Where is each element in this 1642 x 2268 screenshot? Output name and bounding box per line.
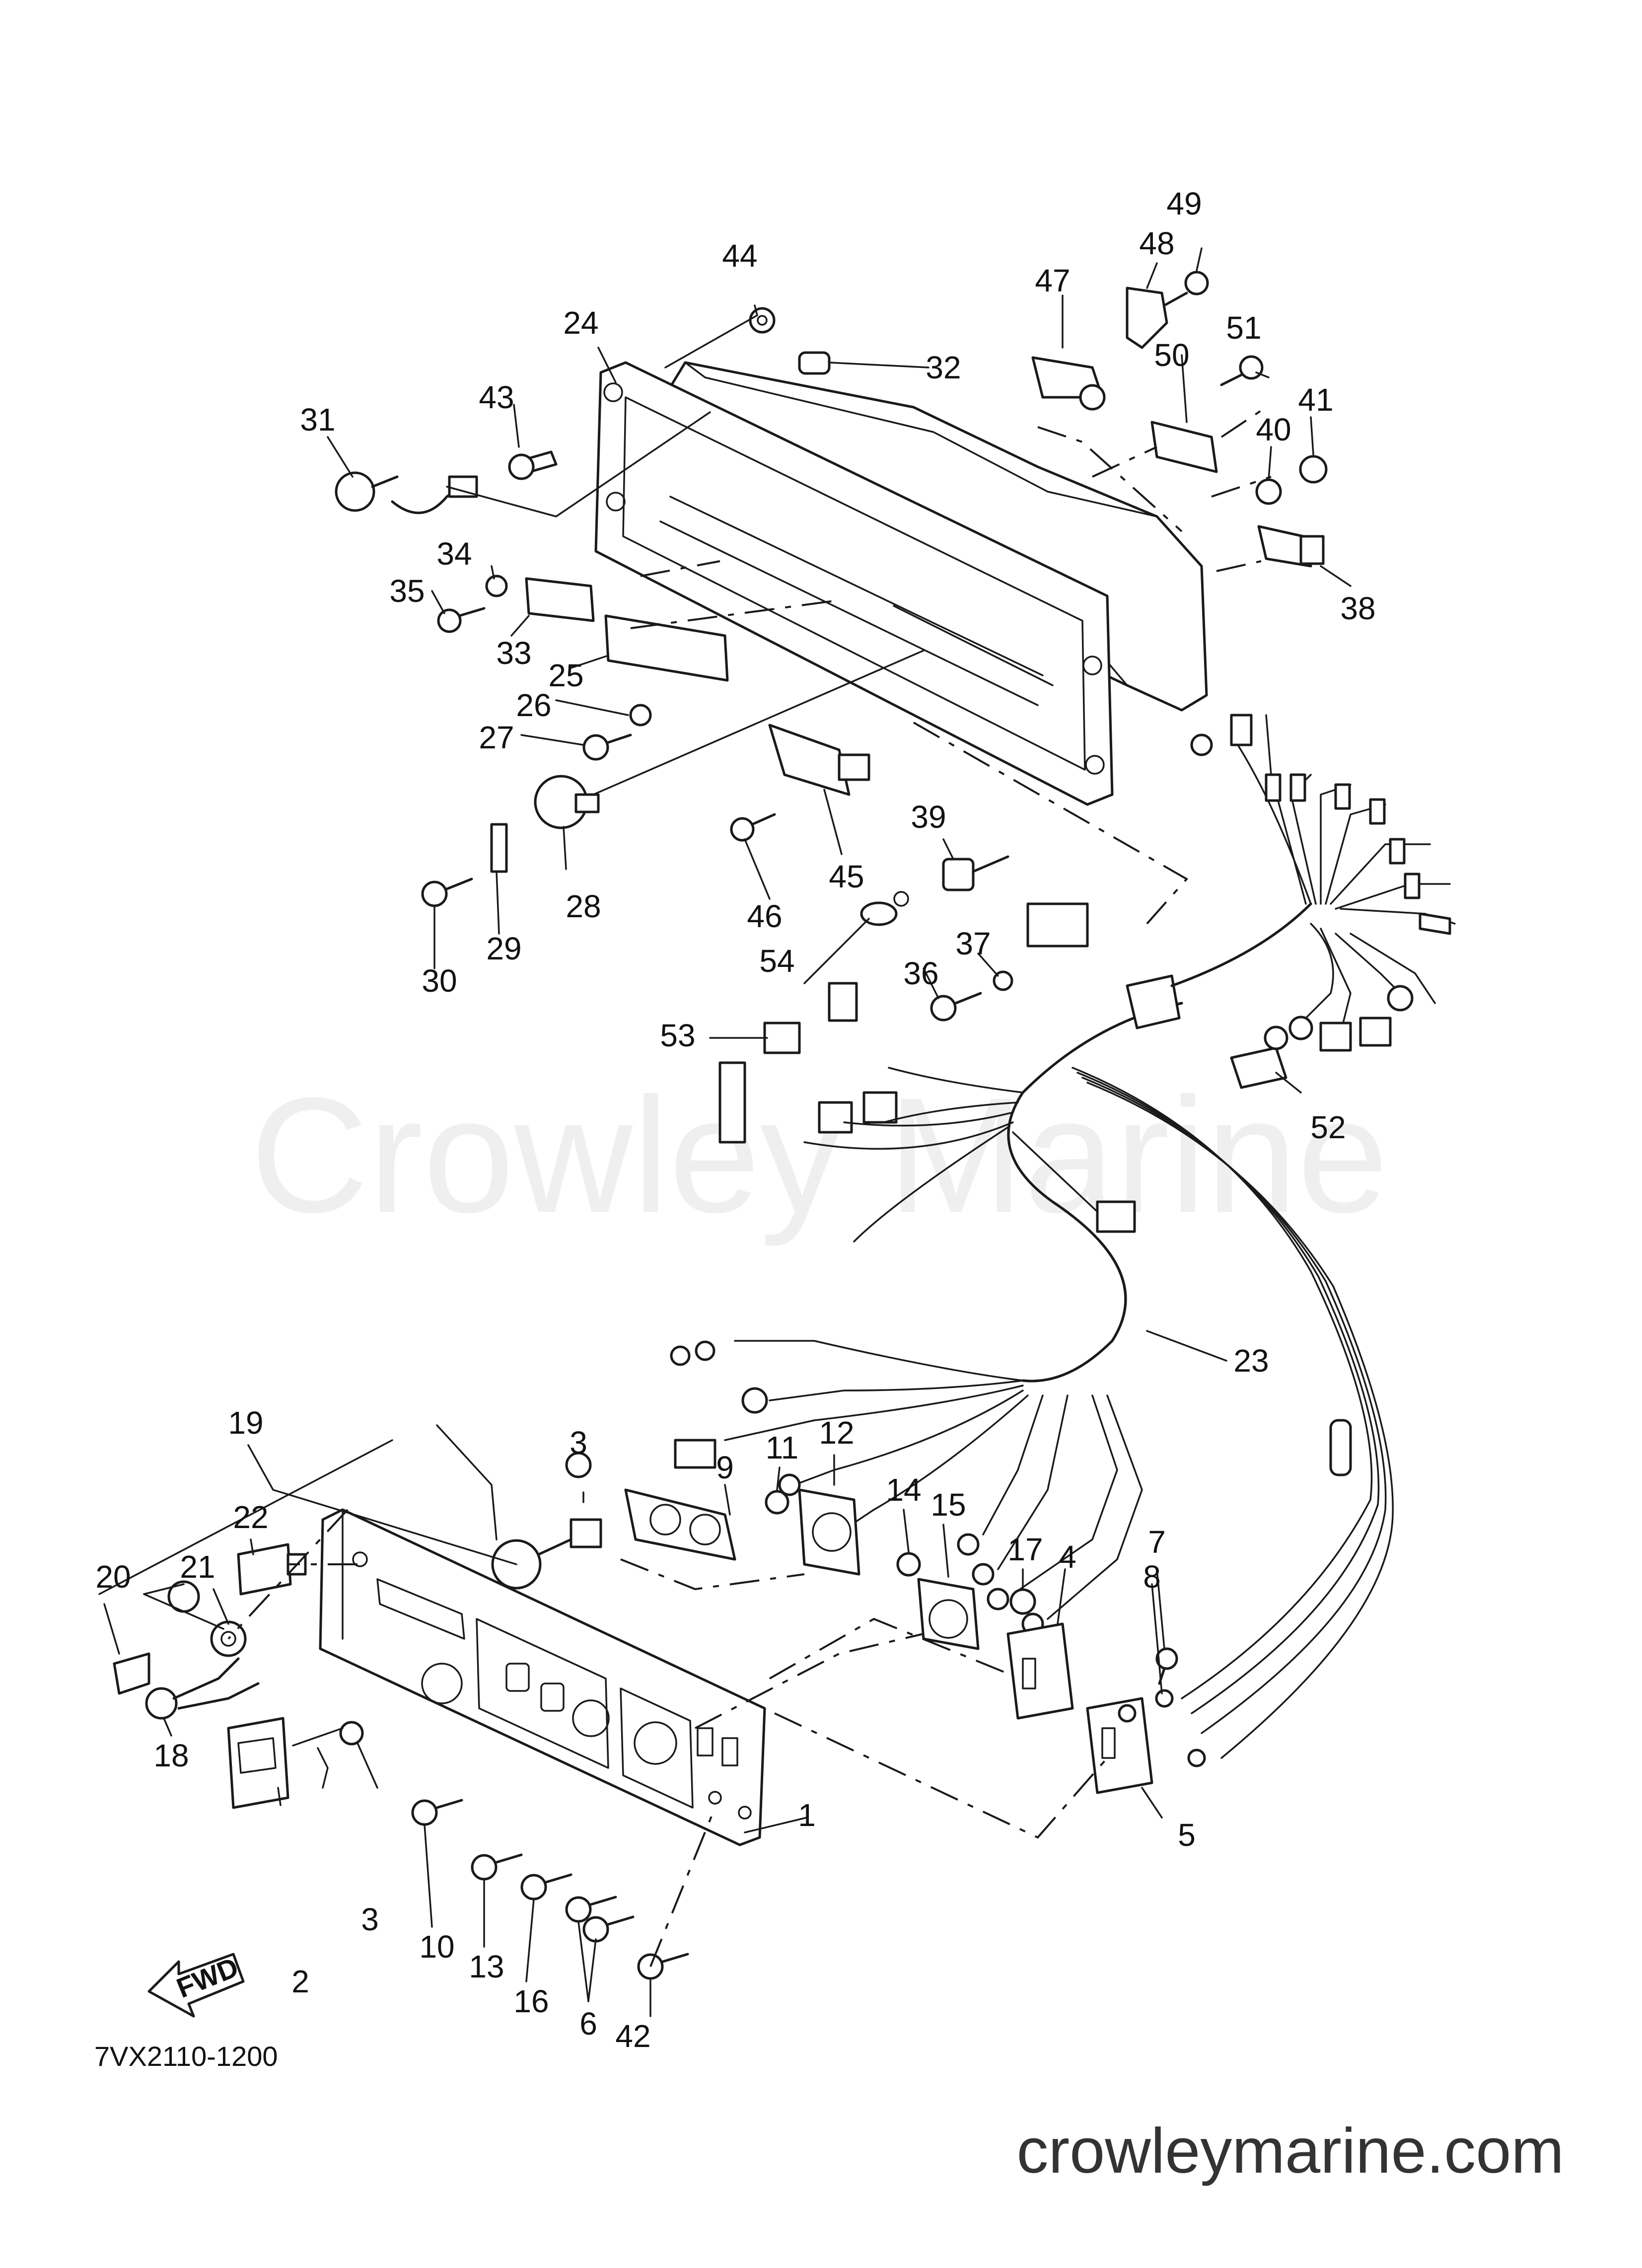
wiring-harness [670,714,1456,1759]
control-box-housing [594,361,1208,806]
callout-30: 30 [422,963,457,999]
leader-lines [98,247,1352,2017]
callout-41: 41 [1298,382,1333,418]
callout-labels: 1 2 3 3 4 5 6 7 8 9 10 11 12 13 14 15 16… [95,186,1375,2054]
callout-51: 51 [1226,310,1261,346]
callout-10: 10 [419,1929,454,1965]
callout-44: 44 [722,238,757,274]
callout-19: 19 [228,1405,263,1441]
callout-11: 11 [766,1430,798,1465]
callout-32: 32 [926,350,961,385]
callout-5: 5 [1178,1817,1196,1853]
upper-small-parts [335,271,1328,1233]
callout-35: 35 [389,573,425,609]
callout-27: 27 [479,720,514,755]
callout-54: 54 [759,943,794,979]
callout-31: 31 [300,402,335,438]
callout-52: 52 [1310,1109,1346,1145]
callout-34: 34 [436,536,472,572]
callout-20: 20 [95,1559,131,1595]
callout-38: 38 [1340,590,1375,626]
callout-15: 15 [930,1487,966,1523]
callout-36: 36 [903,955,938,991]
callout-46: 46 [747,898,782,934]
callout-17: 17 [1007,1532,1043,1567]
callout-45: 45 [829,859,864,894]
callout-48: 48 [1139,225,1174,261]
callout-21: 21 [180,1549,215,1585]
callout-43: 43 [479,379,514,415]
callout-25: 25 [548,658,583,693]
callout-22: 22 [233,1499,268,1535]
callout-2: 2 [291,1964,309,1999]
callout-26: 26 [516,687,551,723]
callout-14: 14 [886,1472,921,1508]
callout-29: 29 [486,931,521,966]
callout-6: 6 [579,2006,597,2042]
callout-49: 49 [1166,186,1202,221]
callout-3-lower: 3 [361,1902,379,1937]
callout-8: 8 [1143,1559,1161,1595]
callout-53: 53 [660,1018,695,1053]
callout-42: 42 [615,2018,650,2054]
callout-50: 50 [1154,337,1189,373]
callout-13: 13 [469,1949,504,1984]
callout-18: 18 [153,1738,189,1773]
callout-33: 33 [496,635,531,671]
callout-4: 4 [1059,1539,1076,1575]
callout-24: 24 [563,305,598,341]
callout-23: 23 [1233,1343,1269,1379]
callout-3-upper: 3 [570,1425,587,1461]
callout-39: 39 [911,799,946,835]
diagram-code: 7VX2110-1200 [94,2041,278,2072]
callout-12: 12 [819,1415,854,1451]
callout-40: 40 [1256,412,1291,447]
callout-1: 1 [798,1797,816,1833]
watermark-text: Crowley Marine [250,1063,1388,1247]
footer-url: crowleymarine.com [1017,2116,1565,2187]
fwd-arrow: FWD [147,1951,245,2018]
panel-components [113,1452,1206,1980]
callout-47: 47 [1035,263,1070,298]
callout-37: 37 [955,926,991,961]
callout-7: 7 [1148,1524,1166,1560]
callout-16: 16 [513,1983,549,2019]
callout-9: 9 [716,1450,734,1485]
callout-28: 28 [566,888,601,924]
front-panel [319,1508,766,1846]
